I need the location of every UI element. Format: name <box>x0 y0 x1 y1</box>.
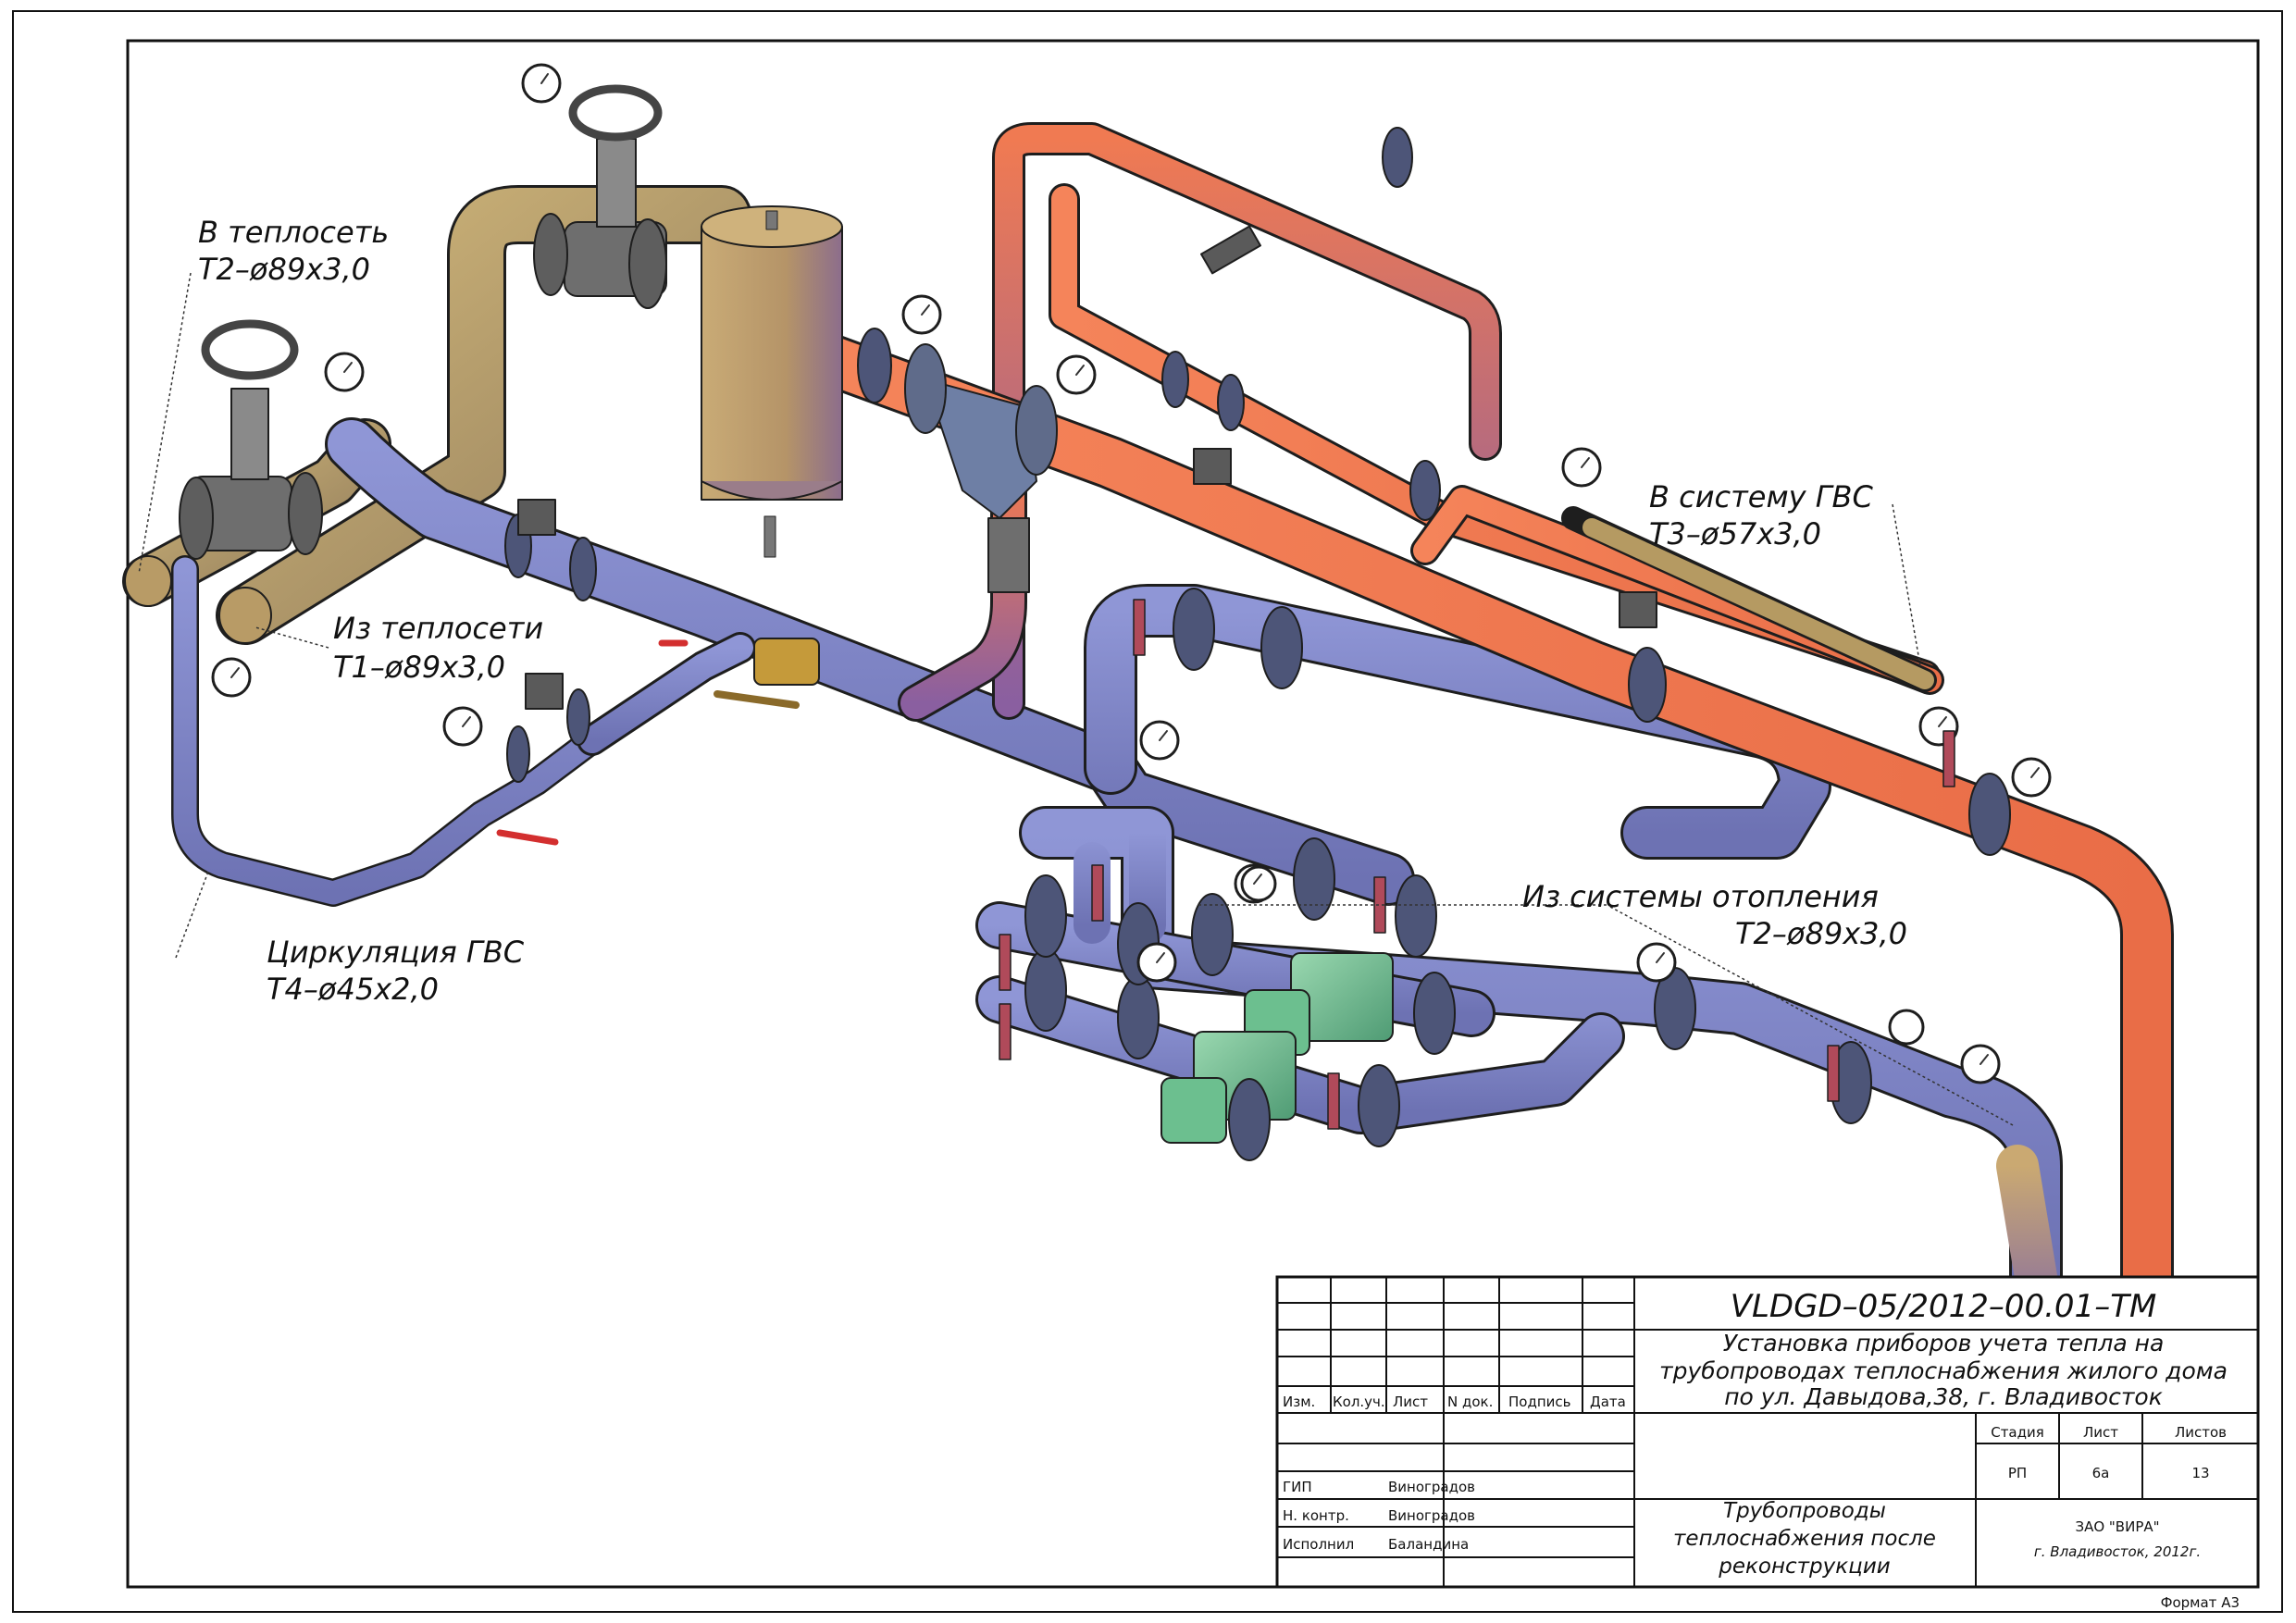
label-dhw-circulation-line1: Циркуляция ГВС <box>267 935 525 970</box>
label-from-network-line2: Т1–ø89x3,0 <box>333 650 505 685</box>
leader-lines <box>138 272 2014 1126</box>
label-to-dhw-line2: Т3–ø57x3,0 <box>1649 516 1821 551</box>
title-line-1: Установка приборов учета тепла на <box>1723 1330 2165 1357</box>
company-name: ЗАО "ВИРА" <box>2075 1518 2159 1535</box>
rev-header-doc: N док. <box>1447 1394 1493 1410</box>
label-dhw-circulation: Циркуляция ГВС Т4–ø45x2,0 <box>267 935 525 1007</box>
rev-header-change: Изм. <box>1283 1394 1315 1410</box>
sheet-value: 6а <box>2092 1465 2110 1481</box>
sheet-header: Лист <box>2083 1424 2118 1441</box>
sediment-tank <box>701 205 843 558</box>
label-to-dhw-line1: В систему ГВС <box>1649 479 1873 514</box>
label-to-network-line2: Т2–ø89x3,0 <box>198 252 370 287</box>
label-to-network-line1: В теплосеть <box>198 215 389 250</box>
label-from-network-line1: Из теплосети <box>333 611 543 646</box>
label-from-heating-line2: Т2–ø89x3,0 <box>1735 916 1907 951</box>
label-from-heating-line1: Из системы отопления <box>1522 879 1879 914</box>
pipe-end-cap <box>218 587 272 644</box>
drawing-name-line-3: реконструкции <box>1718 1555 1891 1579</box>
label-to-dhw: В систему ГВС Т3–ø57x3,0 <box>1649 479 1873 551</box>
signer-role-3: Исполнил <box>1283 1536 1354 1553</box>
rev-header-qty: Кол.уч. <box>1333 1394 1385 1410</box>
gauge-faces <box>230 73 2040 1065</box>
y-strainer <box>904 343 1058 593</box>
signers: ГИП Виноградов Н. контр. Виноградов Испо… <box>1283 1479 1475 1553</box>
pipe-layout <box>122 63 2174 1304</box>
stage-header: Стадия <box>1991 1424 2044 1441</box>
rev-header-sign: Подпись <box>1508 1394 1570 1410</box>
pipe-end-cap <box>124 555 172 607</box>
flanges <box>504 127 2011 1161</box>
signer-role-2: Н. контр. <box>1283 1507 1349 1524</box>
heating-return-manifold <box>975 806 2063 1304</box>
sheets-header: Листов <box>2175 1424 2227 1441</box>
company-city-year: г. Владивосток, 2012г. <box>2034 1543 2201 1560</box>
revision-headers: Изм. Кол.уч. Лист N док. Подпись Дата <box>1283 1394 1626 1410</box>
gate-valve-large <box>533 84 667 309</box>
title-block-grid <box>1277 1277 2258 1587</box>
outer-border <box>12 10 2283 1613</box>
stage-value: РП <box>2008 1465 2027 1481</box>
label-from-network: Из теплосети Т1–ø89x3,0 <box>333 611 543 685</box>
thermometer-sleeves <box>999 599 1955 1130</box>
sheets-value: 13 <box>2191 1465 2209 1481</box>
format-label: Формат А3 <box>2161 1594 2240 1611</box>
inner-frame <box>126 39 2260 1589</box>
title-block: VLDGD–05/2012–00.01–ТМ Установка приборо… <box>1275 1275 2260 1589</box>
signer-name-3: Баландина <box>1388 1536 1469 1553</box>
title-line-2: трубопроводах теплоснабжения жилого дома <box>1659 1357 2228 1384</box>
signer-role-1: ГИП <box>1283 1479 1312 1495</box>
circulation-pump-upper <box>1244 952 1394 1056</box>
dhw-circulation-pipe <box>171 555 756 907</box>
rev-header-sheet: Лист <box>1393 1394 1428 1410</box>
drawing-name-line-1: Трубопроводы <box>1723 1499 1886 1523</box>
doc-code: VLDGD–05/2012–00.01–ТМ <box>1731 1288 2157 1325</box>
rev-header-date: Дата <box>1590 1394 1626 1410</box>
signer-name-1: Виноградов <box>1388 1479 1475 1495</box>
drawing-name-line-2: теплоснабжения после <box>1673 1527 1936 1551</box>
orange-dhw-pipes <box>806 122 2174 1304</box>
gate-valve-left <box>179 319 323 560</box>
signer-name-2: Виноградов <box>1388 1507 1475 1524</box>
label-dhw-circulation-line2: Т4–ø45x2,0 <box>267 972 439 1007</box>
red-handle-valves <box>496 639 689 846</box>
flow-meters <box>517 225 1657 710</box>
label-to-network: В теплосеть Т2–ø89x3,0 <box>198 215 389 287</box>
title-line-3: по ул. Давыдова,38, г. Владивосток <box>1724 1383 2163 1410</box>
ball-valve <box>714 638 820 709</box>
label-from-heating: Из системы отопления Т2–ø89x3,0 <box>1522 879 1907 951</box>
